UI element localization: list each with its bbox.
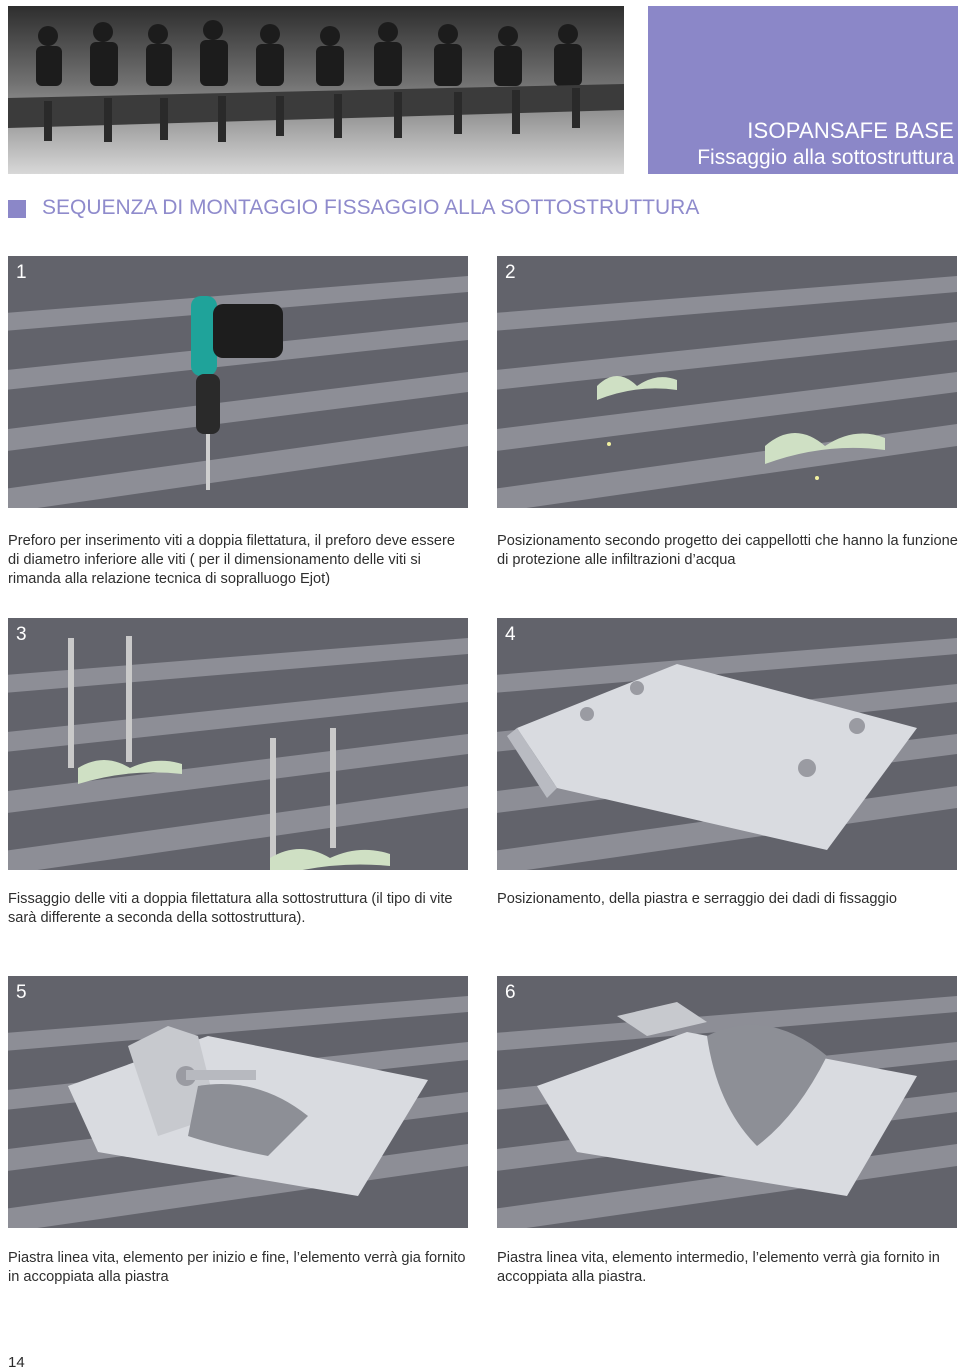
- step-image-3: 3: [8, 618, 468, 870]
- section-title: SEQUENZA DI MONTAGGIO FISSAGGIO ALLA SOT…: [42, 196, 700, 219]
- roof-screws-illustration: [8, 618, 468, 870]
- product-subtitle: Fissaggio alla sottostruttura: [697, 146, 954, 169]
- step-caption-4: Posizionamento, della piastra e serraggi…: [497, 891, 897, 907]
- step-image-4: 4: [497, 618, 957, 870]
- step-number-4: 4: [505, 624, 516, 645]
- step-number-6: 6: [505, 982, 516, 1003]
- step-image-2: 2: [497, 256, 957, 508]
- step-caption-3: Fissaggio delle viti a doppia filettatur…: [8, 891, 453, 926]
- step-number-5: 5: [16, 982, 27, 1003]
- roof-caps-illustration: [497, 256, 957, 508]
- lifeline-intermediate-plate-illustration: [497, 976, 957, 1228]
- section-marker: [8, 200, 26, 218]
- step-image-1: 1: [8, 256, 468, 508]
- step-caption-1: Preforo per inserimento viti a doppia fi…: [8, 533, 455, 587]
- step-caption-6: Piastra linea vita, elemento intermedio,…: [497, 1250, 940, 1285]
- brand-banner: ISOPANSAFE BASE Fissaggio alla sottostru…: [648, 6, 958, 174]
- step-caption-5: Piastra linea vita, elemento per inizio …: [8, 1250, 466, 1285]
- step-image-5: 5: [8, 976, 468, 1228]
- step-caption-2: Posizionamento secondo progetto dei capp…: [497, 533, 958, 568]
- roof-plate-illustration: [497, 618, 957, 870]
- product-title: ISOPANSAFE BASE: [747, 118, 954, 143]
- step-number-1: 1: [16, 262, 27, 283]
- header-photo: [8, 6, 624, 174]
- step-number-2: 2: [505, 262, 516, 283]
- lifeline-end-plate-illustration: [8, 976, 468, 1228]
- workers-on-beam-illustration: [8, 6, 624, 174]
- step-number-3: 3: [16, 624, 27, 645]
- step-image-6: 6: [497, 976, 957, 1228]
- roof-drill-illustration: [8, 256, 468, 508]
- page-number: 14: [8, 1354, 25, 1371]
